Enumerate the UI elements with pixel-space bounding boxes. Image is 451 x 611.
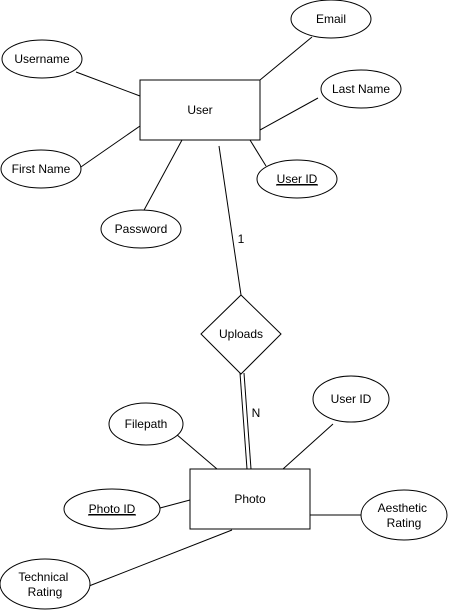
attribute-email-label: Email bbox=[316, 12, 346, 26]
line-lastname-user bbox=[259, 97, 319, 131]
attribute-email: Email bbox=[290, 0, 372, 39]
attribute-filepath-label: Filepath bbox=[125, 417, 168, 431]
line-filepath-photo bbox=[175, 433, 218, 470]
attribute-photo-user-id-label: User ID bbox=[331, 392, 372, 406]
attribute-technical-rating: Technical Rating bbox=[0, 558, 91, 610]
attribute-username-label: Username bbox=[14, 52, 70, 66]
attribute-user-id-label: User ID bbox=[277, 172, 318, 186]
attribute-technical-rating-label: Technical Rating bbox=[18, 570, 71, 599]
attribute-user-id: User ID bbox=[256, 159, 338, 199]
attribute-filepath: Filepath bbox=[108, 402, 184, 446]
attribute-last-name-label: Last Name bbox=[332, 82, 390, 96]
attribute-aesthetic-rating-label: Aesthetic Rating bbox=[378, 501, 431, 530]
attribute-photo-user-id: User ID bbox=[312, 375, 390, 423]
attribute-password: Password bbox=[100, 209, 182, 249]
cardinality-user-side: 1 bbox=[238, 232, 245, 246]
attribute-aesthetic-rating-line-1: Aesthetic bbox=[378, 501, 427, 515]
line-password-user bbox=[142, 139, 183, 213]
attribute-technical-rating-line-2: Rating bbox=[28, 585, 63, 599]
line-photoid-photo bbox=[159, 499, 191, 509]
attribute-aesthetic-rating-line-2: Rating bbox=[387, 516, 422, 530]
entity-user: User bbox=[139, 79, 261, 141]
entity-photo: Photo bbox=[189, 468, 311, 530]
line-username-user bbox=[75, 71, 141, 97]
line-userid-user bbox=[249, 139, 267, 167]
entity-user-label: User bbox=[187, 103, 212, 117]
line-uploads-photo-1 bbox=[239, 372, 248, 470]
attribute-photo-id: Photo ID bbox=[63, 488, 161, 530]
attribute-password-label: Password bbox=[115, 222, 168, 236]
entity-photo-label: Photo bbox=[234, 492, 266, 506]
cardinality-photo-side: N bbox=[252, 406, 261, 420]
relationship-uploads-label: Uploads bbox=[219, 327, 263, 341]
attribute-first-name: First Name bbox=[0, 149, 82, 189]
attribute-aesthetic-rating: Aesthetic Rating bbox=[360, 489, 448, 541]
attribute-photo-id-label: Photo ID bbox=[89, 502, 136, 516]
line-photo-userid bbox=[282, 423, 334, 470]
line-uploads-photo-2 bbox=[243, 372, 252, 470]
attribute-last-name: Last Name bbox=[320, 69, 402, 109]
attribute-first-name-label: First Name bbox=[12, 162, 71, 176]
line-user-uploads bbox=[218, 145, 242, 296]
attribute-technical-rating-line-1: Technical bbox=[18, 570, 68, 584]
line-firstname-user bbox=[77, 125, 141, 170]
connector-lines bbox=[75, 36, 362, 587]
line-technical-photo bbox=[88, 529, 233, 587]
relationship-uploads: Uploads bbox=[200, 294, 282, 375]
attribute-username: Username bbox=[1, 39, 83, 79]
line-email-user bbox=[259, 36, 313, 81]
